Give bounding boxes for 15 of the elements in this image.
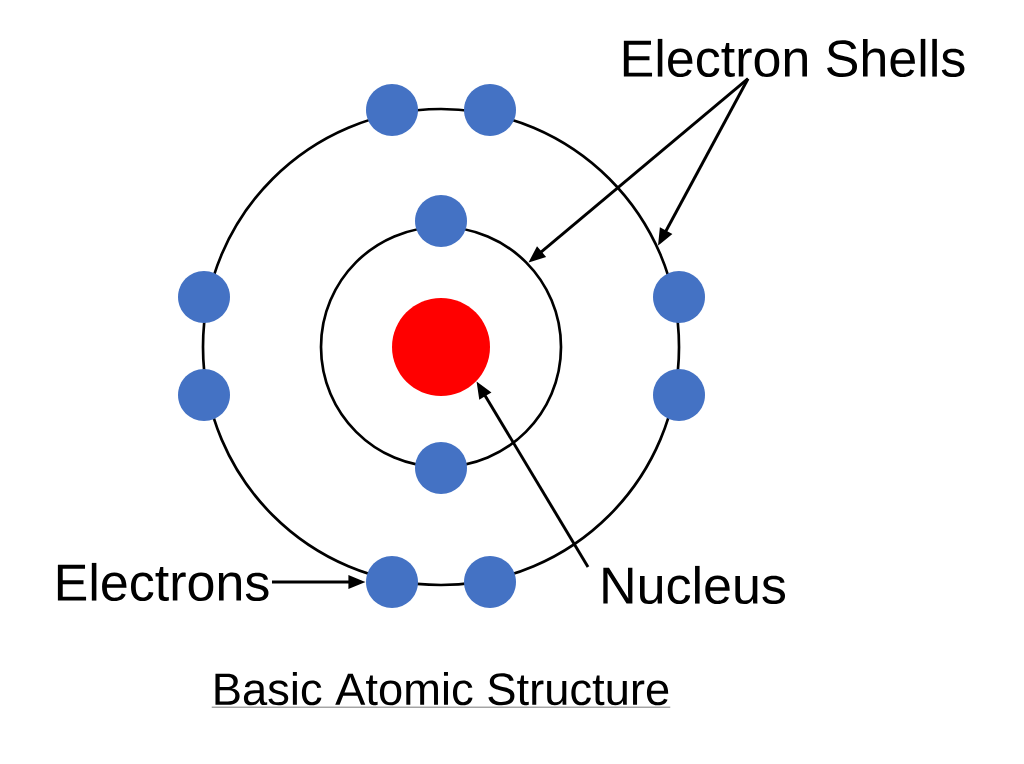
electron bbox=[653, 369, 705, 421]
electron bbox=[178, 271, 230, 323]
nucleus bbox=[392, 298, 490, 396]
caption: Basic Atomic Structure bbox=[211, 672, 671, 708]
electron bbox=[464, 84, 516, 136]
label: Electron Shells bbox=[623, 38, 965, 78]
electron bbox=[415, 195, 467, 247]
electron bbox=[178, 369, 230, 421]
electron bbox=[366, 556, 418, 608]
electron bbox=[415, 442, 467, 494]
electron bbox=[366, 84, 418, 136]
label: Nucleus bbox=[603, 565, 786, 605]
electron bbox=[464, 556, 516, 608]
label: Electrons bbox=[57, 562, 269, 602]
electron bbox=[653, 271, 705, 323]
